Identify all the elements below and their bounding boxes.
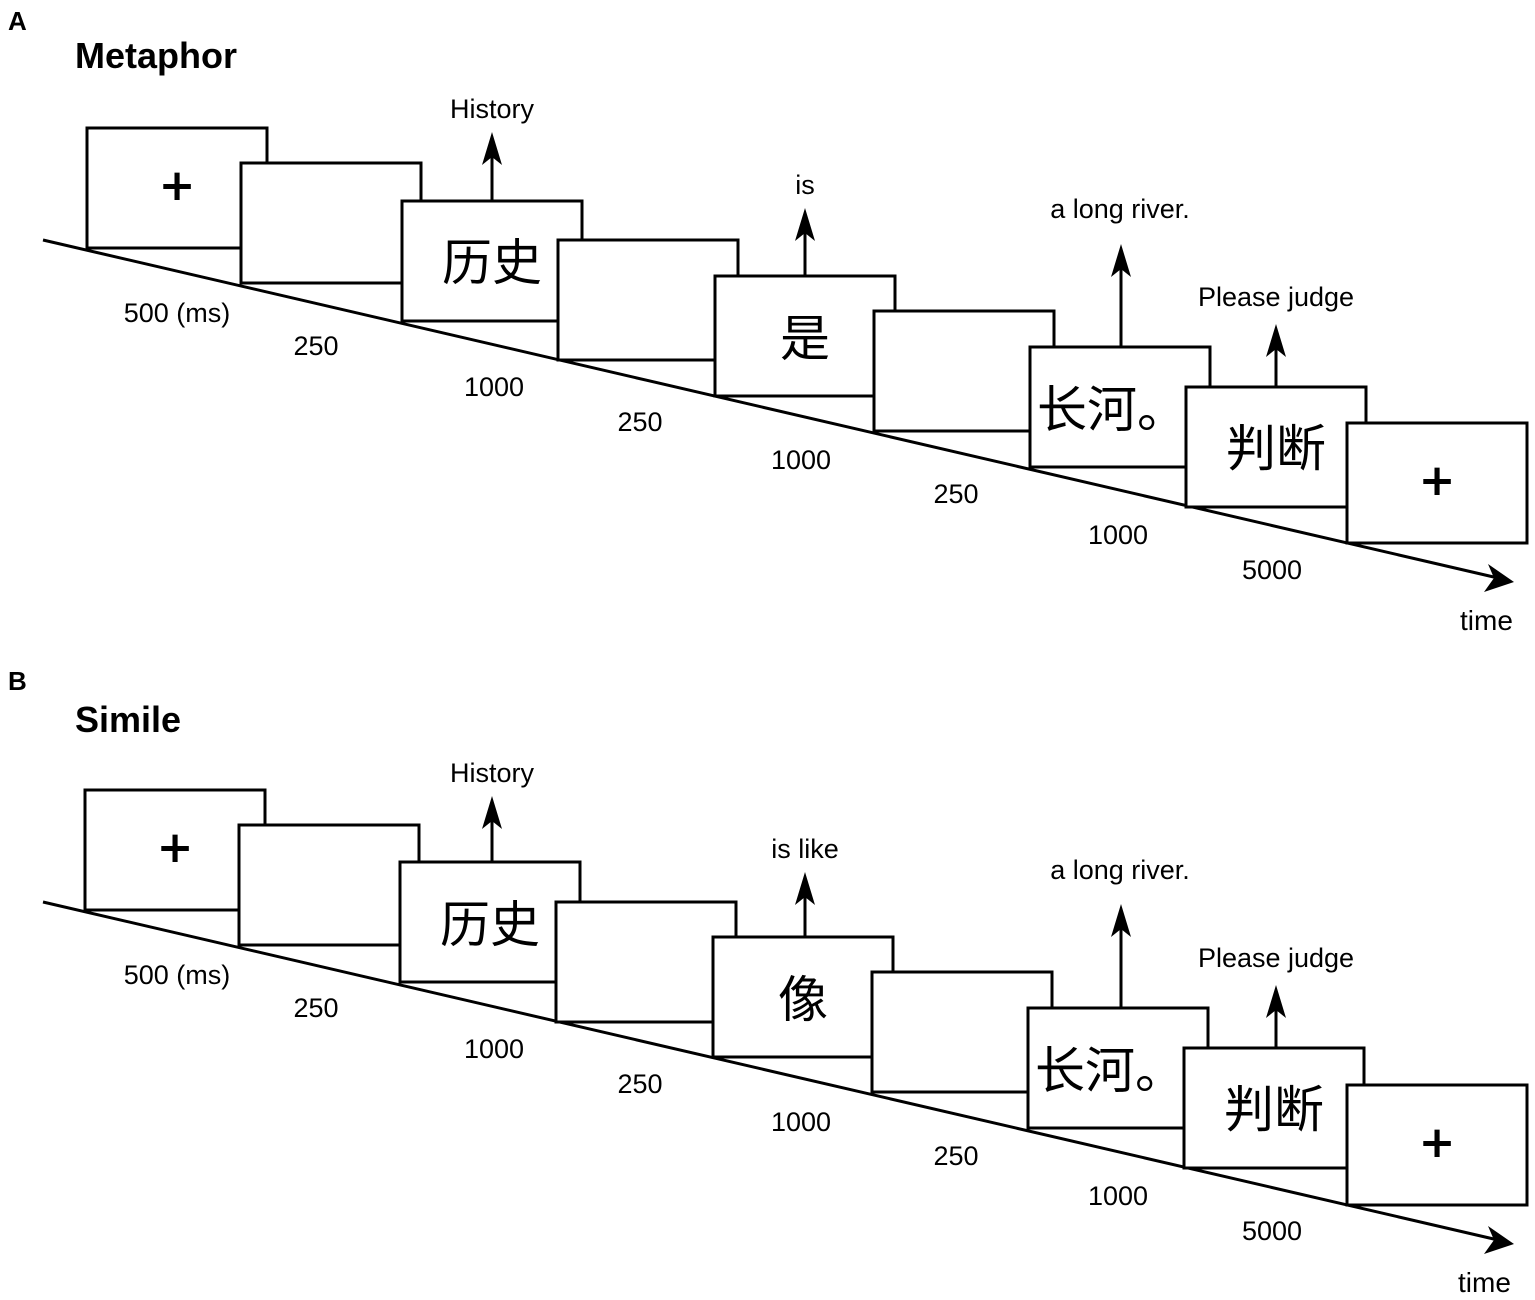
stimulus-text: 长河。	[1037, 381, 1187, 439]
duration-label: 5000	[1242, 1216, 1302, 1246]
gloss-arrowhead	[482, 132, 502, 165]
gloss-arrowhead	[1111, 244, 1131, 277]
duration-label: 250	[933, 1141, 978, 1171]
gloss-arrowhead	[795, 872, 815, 905]
time-axis-arrowhead	[1484, 564, 1514, 592]
time-axis-label: time	[1460, 605, 1513, 636]
duration-label: 1000	[464, 372, 524, 402]
frame-word-is: 是	[713, 274, 897, 398]
duration-label: 250	[617, 1069, 662, 1099]
gloss-arrowhead	[1111, 904, 1131, 937]
stimulus-text: 历史	[440, 896, 540, 954]
gloss-label: is like	[771, 834, 839, 864]
fixation-cross: +	[1419, 455, 1456, 506]
time-axis	[42, 900, 1499, 1242]
stimulus-text: 像	[778, 971, 828, 1029]
duration-label: 250	[617, 407, 662, 437]
frame-blank	[554, 900, 738, 1024]
frame-word-judge: 判断	[1184, 385, 1368, 509]
frame-blank	[872, 309, 1056, 433]
duration-label: 1000	[464, 1034, 524, 1064]
duration-label: 500 (ms)	[124, 960, 231, 990]
frame-word-is-like: 像	[711, 935, 895, 1059]
stimulus-text: 判断	[1224, 1081, 1324, 1139]
stimulus-text: 长河。	[1035, 1042, 1185, 1100]
gloss-arrowhead	[1266, 985, 1286, 1018]
duration-label: 250	[933, 479, 978, 509]
fixation-cross: +	[157, 822, 194, 873]
panel-simile: B Simile time + 500 (ms) 250 历史 History …	[8, 666, 1529, 1298]
gloss-label: Please judge	[1198, 282, 1354, 312]
frame-word-judge: 判断	[1182, 1046, 1366, 1170]
duration-label: 250	[293, 993, 338, 1023]
frame-word-history: 历史	[398, 860, 582, 984]
duration-label: 500 (ms)	[124, 298, 231, 328]
frame-fixation: +	[85, 126, 269, 250]
gloss-arrowhead	[795, 208, 815, 241]
duration-label: 5000	[1242, 555, 1302, 585]
time-axis	[42, 238, 1499, 580]
frame-blank	[556, 238, 740, 362]
gloss-label: a long river.	[1050, 194, 1190, 224]
gloss-label: Please judge	[1198, 943, 1354, 973]
duration-label: 1000	[771, 445, 831, 475]
stimulus-text: 是	[780, 310, 830, 368]
fixation-cross: +	[159, 160, 196, 211]
duration-label: 250	[293, 331, 338, 361]
duration-label: 1000	[1088, 520, 1148, 550]
gloss-arrowhead	[482, 796, 502, 829]
time-axis-label: time	[1458, 1267, 1511, 1298]
time-axis-arrowhead	[1484, 1226, 1514, 1254]
panel-title: Metaphor	[75, 35, 237, 76]
gloss-label: History	[450, 94, 535, 124]
frame-blank	[237, 823, 421, 947]
panel-letter: B	[8, 666, 27, 696]
frame-word-long-river: 长河。	[1026, 1006, 1210, 1130]
gloss-label: History	[450, 758, 535, 788]
stimulus-text: 历史	[442, 234, 542, 292]
panel-metaphor: A Metaphor time + 500 (ms) 250 历史 Histor…	[8, 6, 1529, 636]
stimulus-text: 判断	[1226, 420, 1326, 478]
frame-fixation: +	[1345, 421, 1529, 545]
gloss-label: a long river.	[1050, 855, 1190, 885]
gloss-arrowhead	[1266, 324, 1286, 357]
frame-fixation: +	[1345, 1083, 1529, 1207]
duration-label: 1000	[771, 1107, 831, 1137]
frame-blank	[239, 161, 423, 285]
frame-word-long-river: 长河。	[1028, 345, 1212, 469]
panel-letter: A	[8, 6, 27, 36]
fixation-cross: +	[1419, 1117, 1456, 1168]
frame-word-history: 历史	[400, 199, 584, 323]
duration-label: 1000	[1088, 1181, 1148, 1211]
gloss-label: is	[795, 170, 815, 200]
frame-blank	[870, 970, 1054, 1094]
panel-title: Simile	[75, 699, 181, 740]
frame-fixation: +	[83, 788, 267, 912]
